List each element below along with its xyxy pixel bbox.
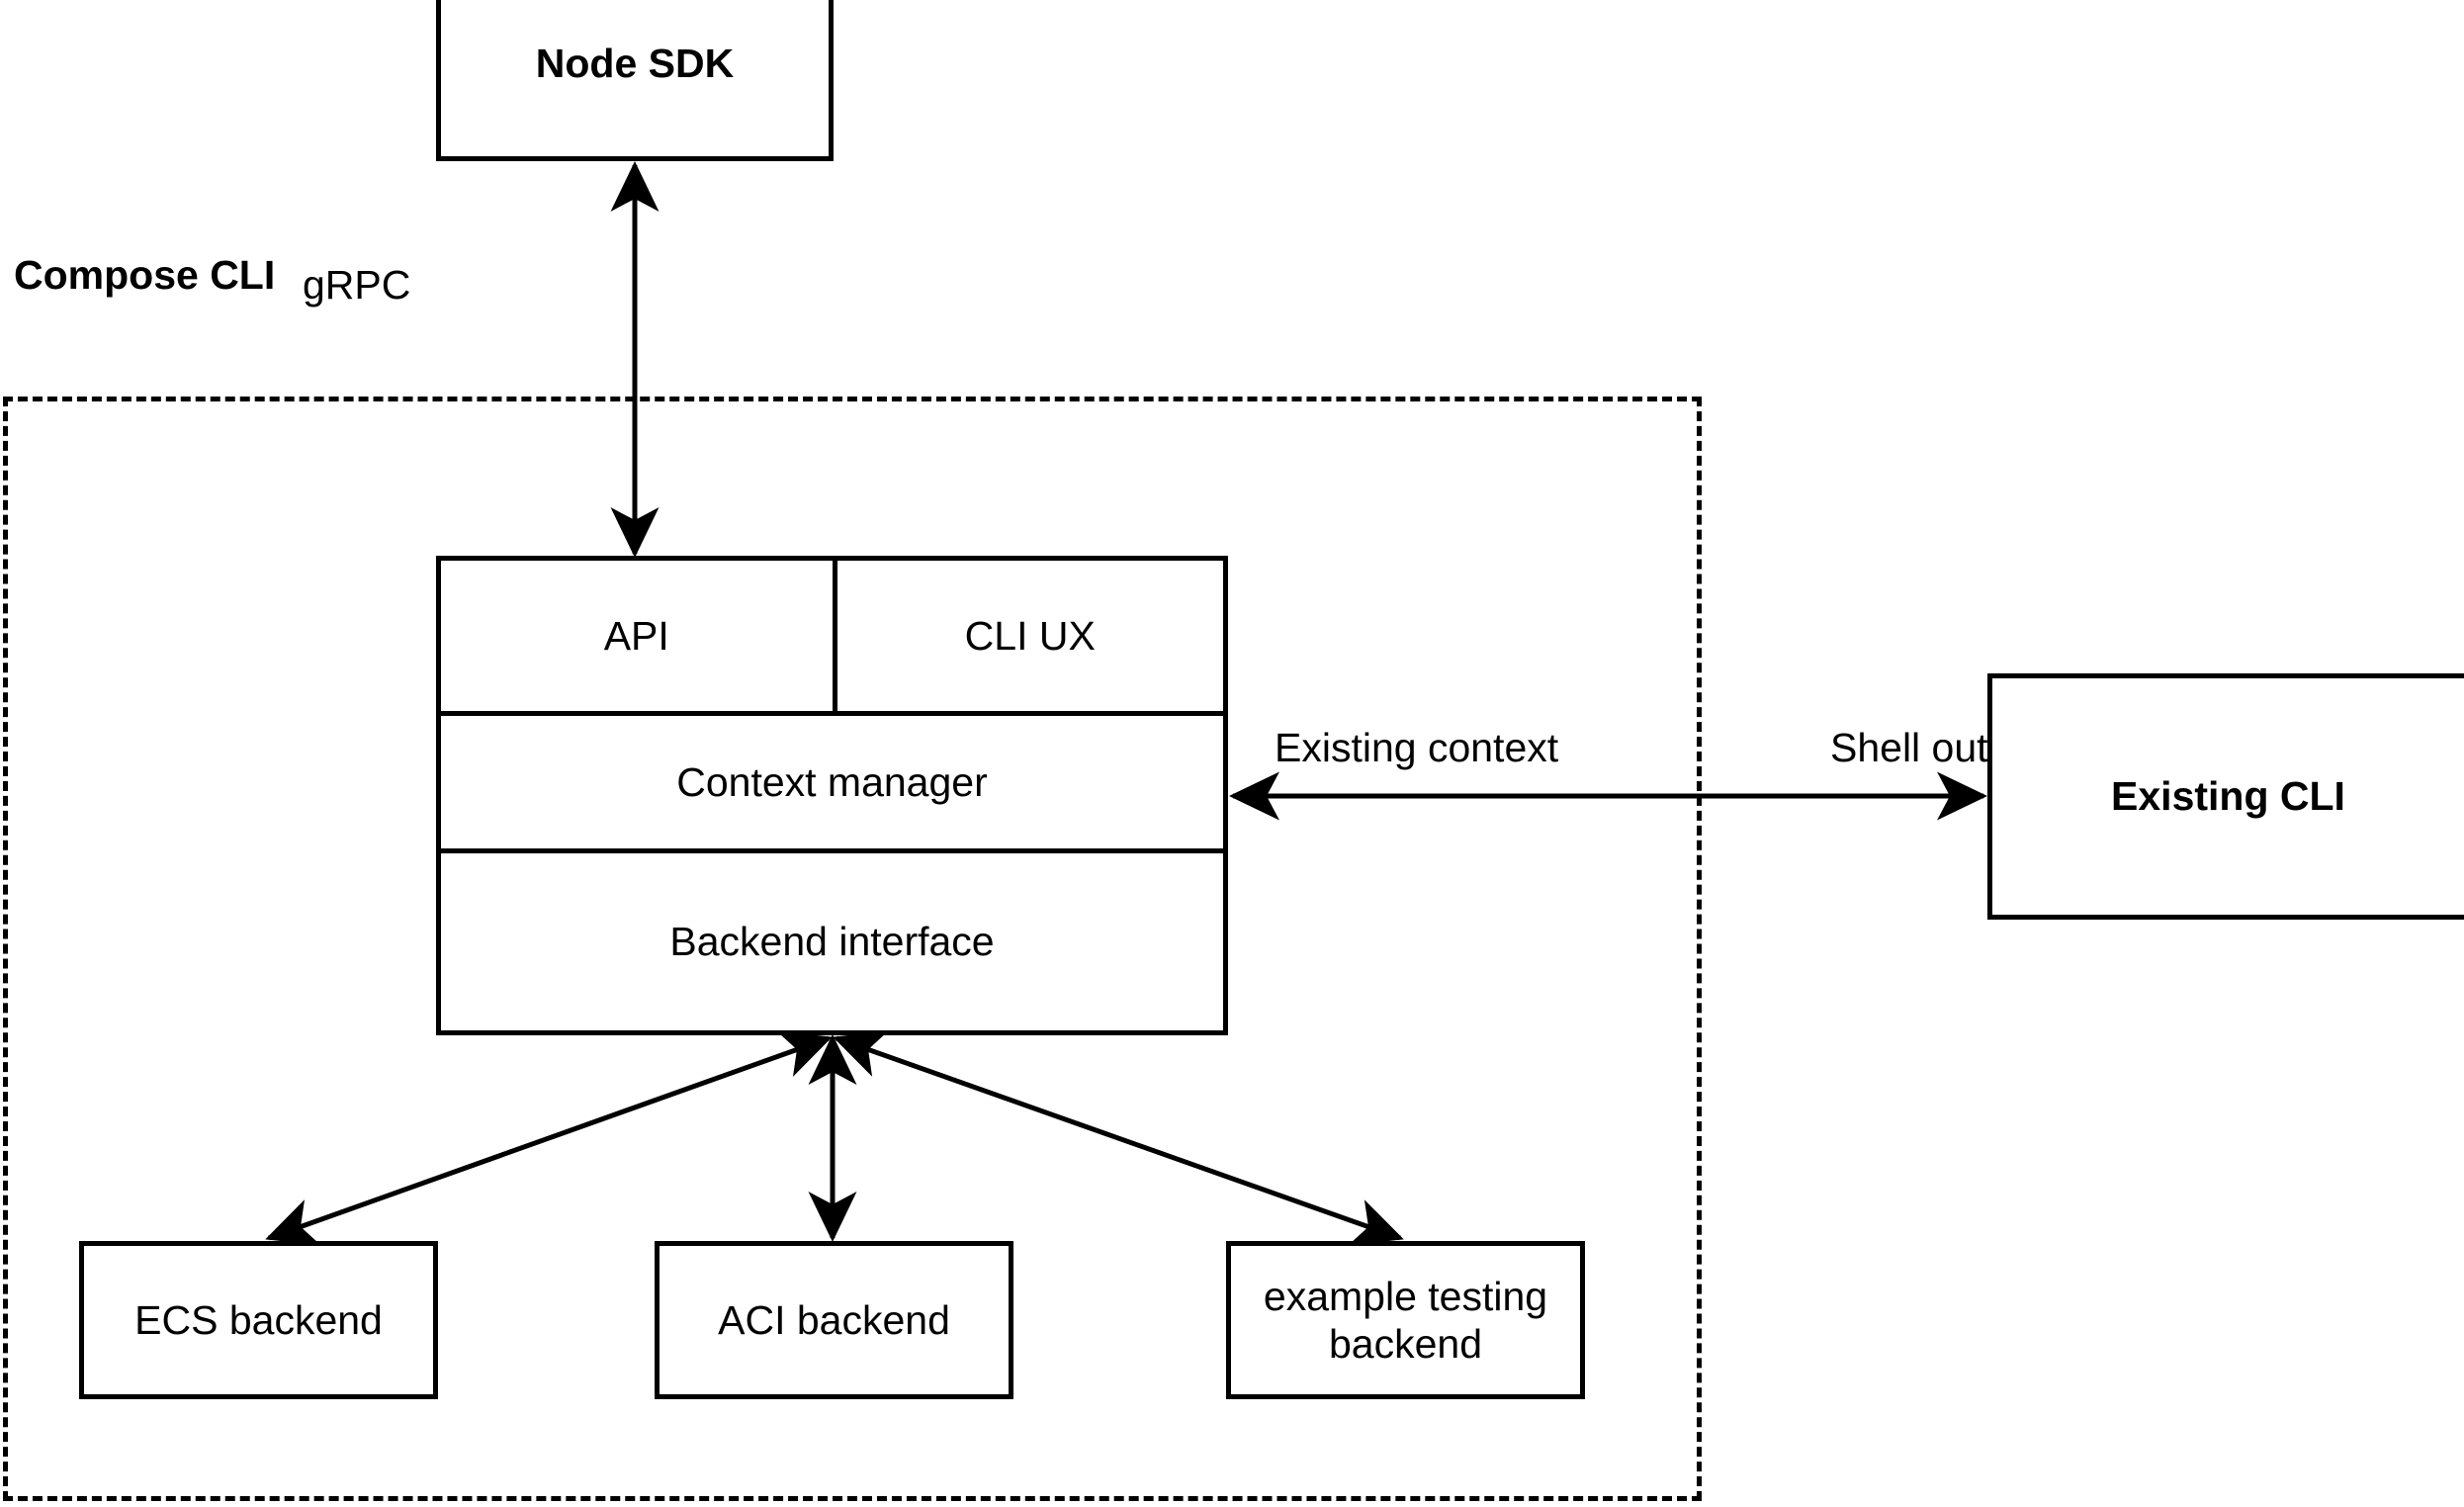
node-example-testing-backend[interactable]: example testing backend — [1226, 1241, 1585, 1399]
stack-cell-context-manager[interactable]: Context manager — [441, 716, 1223, 848]
stack-cell-cli-ux-label: CLI UX — [964, 612, 1096, 659]
node-ecs-backend[interactable]: ECS backend — [79, 1241, 438, 1399]
stack-cell-api[interactable]: API — [441, 561, 833, 711]
node-existing-cli-label: Existing CLI — [2111, 773, 2345, 820]
stack-cell-api-label: API — [603, 612, 669, 659]
stack-row-backend-interface: Backend interface — [441, 848, 1223, 1030]
edge-label-existing-context: Existing context — [1269, 725, 1565, 771]
node-aci-backend[interactable]: ACI backend — [655, 1241, 1013, 1399]
edge-label-shell-out: Shell out — [1824, 725, 1994, 771]
connector-backend-ecs — [265, 1030, 833, 1246]
node-node-sdk[interactable]: Node SDK — [436, 0, 834, 161]
stack-cell-backend-interface[interactable]: Backend interface — [441, 853, 1223, 1030]
compose-cli-group-label: Compose CLI — [14, 252, 276, 298]
node-aci-backend-label: ACI backend — [718, 1296, 950, 1343]
stack-cell-cli-ux[interactable]: CLI UX — [832, 561, 1224, 711]
node-existing-cli[interactable]: Existing CLI — [1987, 673, 2464, 920]
stack-cell-backend-interface-label: Backend interface — [669, 919, 995, 965]
node-example-testing-backend-label: example testing backend — [1263, 1273, 1548, 1367]
edge-label-grpc: gRPC — [297, 262, 417, 309]
compose-cli-stack: API CLI UX Context manager Backend inter… — [436, 556, 1228, 1035]
stack-row-context-manager: Context manager — [441, 711, 1223, 848]
connector-backend-example — [833, 1030, 1404, 1246]
node-node-sdk-label: Node SDK — [535, 40, 735, 86]
node-ecs-backend-label: ECS backend — [134, 1296, 383, 1343]
stack-row-api-cliux: API CLI UX — [441, 561, 1223, 711]
stack-cell-context-manager-label: Context manager — [676, 758, 988, 805]
